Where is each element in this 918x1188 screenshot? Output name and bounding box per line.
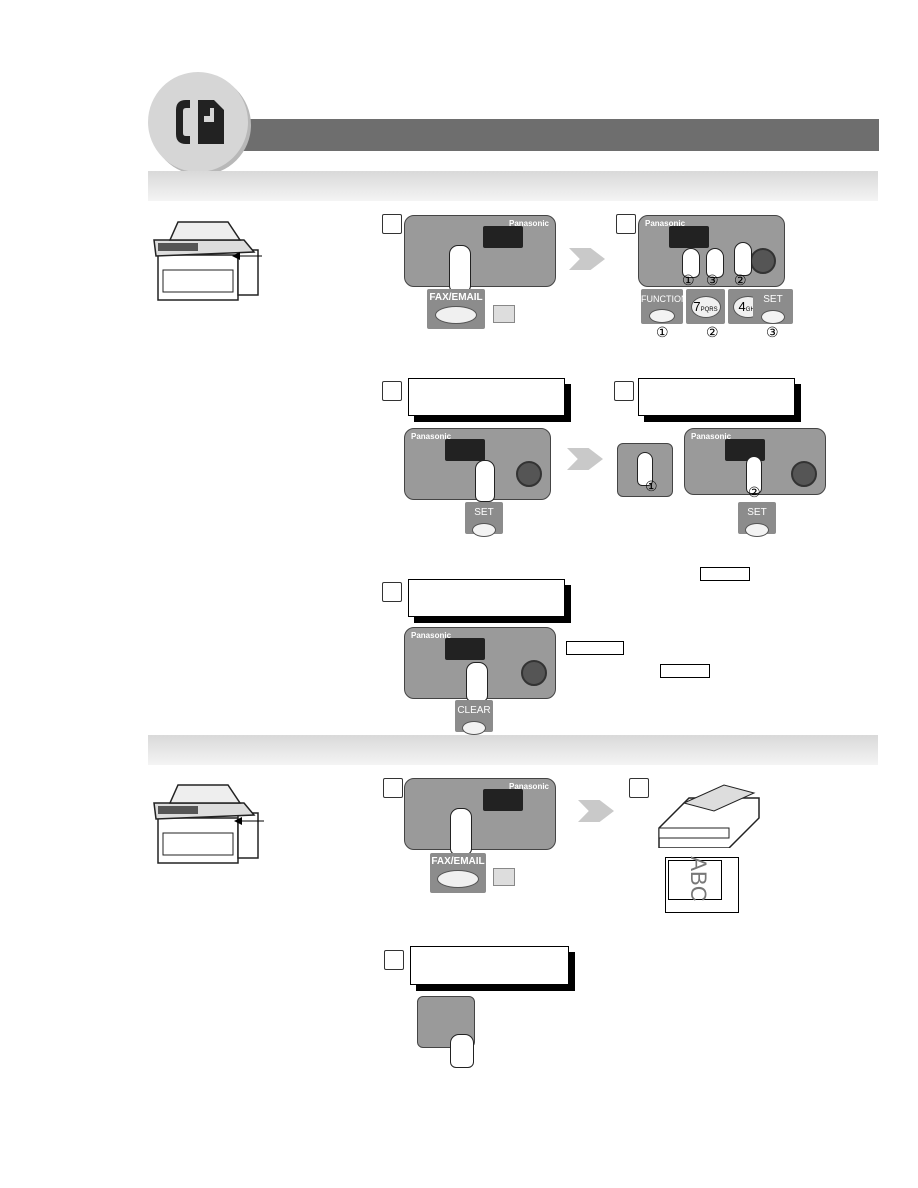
clear-label: CLEAR bbox=[457, 705, 491, 716]
brand-label-2: Panasonic bbox=[645, 219, 686, 228]
finger-icon-10 bbox=[450, 1034, 474, 1068]
arrow-right-icon bbox=[232, 252, 262, 260]
printer-icon bbox=[153, 221, 259, 301]
section-bar-1 bbox=[148, 171, 878, 201]
step-box-4 bbox=[614, 381, 634, 401]
callout-1b: ① bbox=[656, 324, 669, 340]
set-label: SET bbox=[763, 294, 783, 305]
finger-icon-7 bbox=[746, 456, 762, 494]
set-label-3: SET bbox=[747, 507, 767, 518]
step-box-5 bbox=[382, 582, 402, 602]
arrow-right-icon-4 bbox=[567, 448, 603, 470]
arrow-right-icon-3 bbox=[569, 248, 605, 270]
key-4-letters: GHI bbox=[745, 307, 757, 313]
control-panel-1: Panasonic bbox=[404, 215, 556, 287]
header-bar bbox=[195, 119, 879, 151]
document-sheet: ABC bbox=[665, 856, 739, 913]
section-bar-2 bbox=[148, 735, 878, 765]
printer-icon-2 bbox=[153, 784, 259, 864]
set-key-2[interactable]: SET bbox=[465, 502, 503, 537]
clear-key[interactable]: CLEAR bbox=[455, 700, 493, 735]
step-box-6 bbox=[383, 778, 403, 798]
set-key-3[interactable]: SET bbox=[738, 502, 776, 537]
control-panel-6: Panasonic bbox=[404, 778, 556, 850]
fax-document-icon bbox=[176, 100, 224, 144]
set-key[interactable]: SET bbox=[753, 289, 793, 324]
key-7[interactable]: 7PQRS bbox=[686, 289, 725, 324]
finger-icon-8 bbox=[466, 662, 488, 702]
finger-icon-6 bbox=[637, 452, 653, 486]
key-tag-3 bbox=[660, 664, 710, 678]
callout-2c: ② bbox=[748, 484, 761, 500]
arrow-right-icon-2 bbox=[234, 817, 264, 825]
finger-icon-9 bbox=[450, 808, 472, 855]
fax-email-label-2: FAX/EMAIL bbox=[431, 856, 485, 867]
document-letters: ABC bbox=[686, 856, 711, 902]
fax-lamp-icon-2 bbox=[493, 868, 515, 886]
brand-label-3: Panasonic bbox=[411, 432, 452, 441]
fax-lamp-icon bbox=[493, 305, 515, 323]
brand-label-4: Panasonic bbox=[691, 432, 732, 441]
callout-2b: ② bbox=[706, 324, 719, 340]
lcd-display-4 bbox=[410, 946, 569, 985]
step-box-1 bbox=[382, 214, 402, 234]
set-label-2: SET bbox=[474, 507, 494, 518]
document-feeder-icon bbox=[658, 784, 760, 848]
step-box-7 bbox=[629, 778, 649, 798]
finger-icon-4 bbox=[734, 242, 752, 276]
fax-email-label: FAX/EMAIL bbox=[429, 292, 483, 303]
key-7-letters: PQRS bbox=[700, 307, 718, 313]
key-7-digit: 7 bbox=[693, 299, 701, 314]
fax-email-key[interactable]: FAX/EMAIL bbox=[427, 289, 485, 329]
finger-icon bbox=[449, 245, 471, 292]
finger-icon-5 bbox=[475, 460, 495, 502]
finger-icon-3 bbox=[706, 248, 724, 278]
function-label: FUNCTION bbox=[641, 294, 688, 304]
function-key[interactable]: FUNCTION bbox=[641, 289, 688, 324]
step-box-8 bbox=[384, 950, 404, 970]
key-tag-1 bbox=[700, 567, 750, 581]
callout-3b: ③ bbox=[766, 324, 779, 340]
callout-3: ③ bbox=[706, 272, 719, 288]
finger-icon-2 bbox=[682, 248, 700, 278]
step-box-3 bbox=[382, 381, 402, 401]
step-box-2 bbox=[616, 214, 636, 234]
header-circle bbox=[148, 72, 248, 172]
brand-label-6: Panasonic bbox=[508, 782, 549, 791]
callout-2: ② bbox=[734, 272, 747, 288]
lcd-display-2 bbox=[638, 378, 795, 416]
brand-label: Panasonic bbox=[508, 219, 549, 228]
lcd-display-1 bbox=[408, 378, 565, 416]
key-4-digit: 4 bbox=[738, 299, 746, 314]
callout-1c: ① bbox=[645, 478, 658, 494]
callout-1: ① bbox=[682, 272, 695, 288]
lcd-display-3 bbox=[408, 579, 565, 617]
key-tag-2 bbox=[566, 641, 624, 655]
brand-label-5: Panasonic bbox=[411, 631, 452, 640]
arrow-right-icon-5 bbox=[578, 800, 614, 822]
fax-email-key-2[interactable]: FAX/EMAIL bbox=[430, 853, 486, 893]
